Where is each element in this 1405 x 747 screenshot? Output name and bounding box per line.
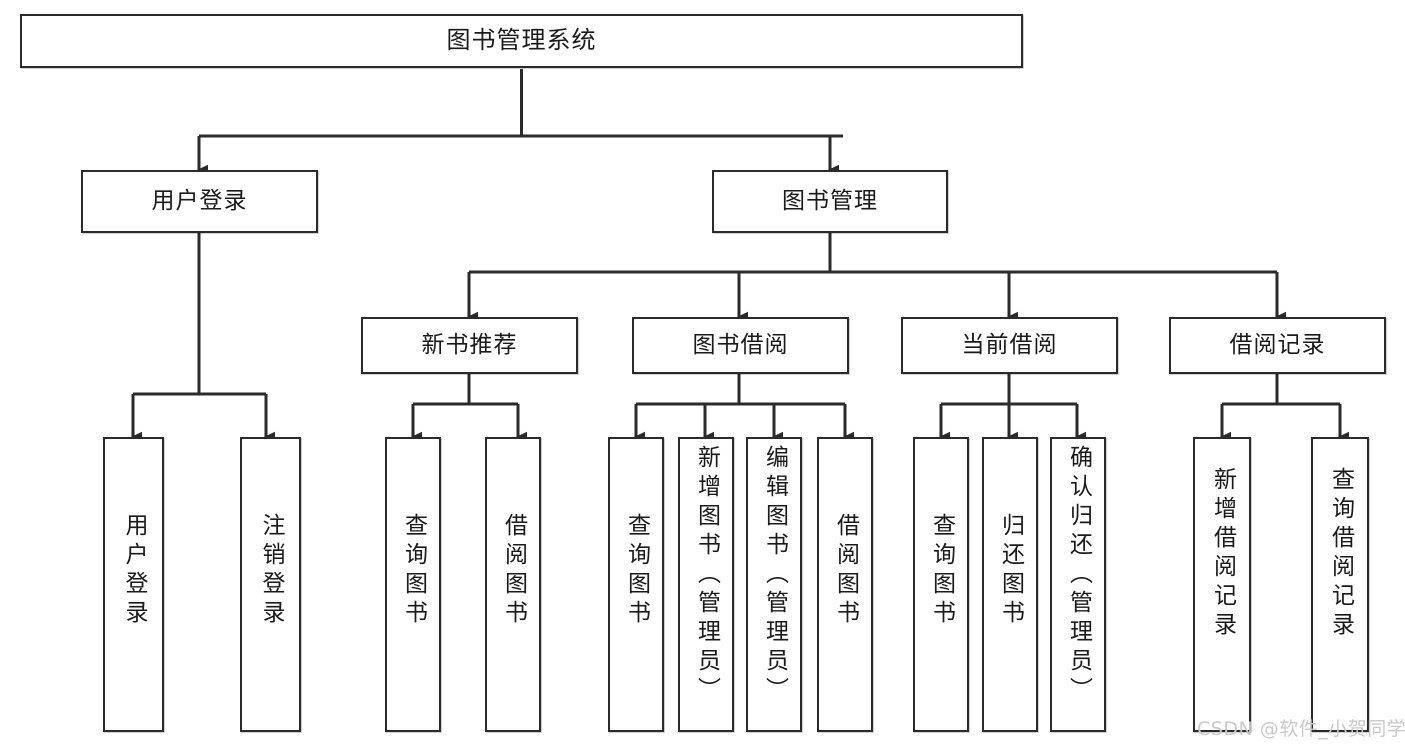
node-user-login[interactable]: 用户登录 (81, 170, 318, 233)
node-root[interactable]: 图书管理系统 (20, 14, 1023, 68)
node-leaf-return-book[interactable]: 归还图书 (982, 437, 1038, 732)
node-book-borrow-label: 图书借阅 (692, 332, 789, 359)
node-leaf-query-book-1[interactable]: 查询图书 (385, 437, 441, 732)
node-leaf-logout-label: 注销登录 (258, 513, 284, 629)
node-book-manage-label: 图书管理 (782, 188, 878, 215)
csdn-watermark: CSDN @软件_小贺同学 (1197, 718, 1405, 740)
node-leaf-query-book-2-label: 查询图书 (623, 513, 650, 629)
node-leaf-borrow-book-1-label: 借阅图书 (500, 513, 527, 629)
node-new-book-recommend[interactable]: 新书推荐 (361, 317, 578, 374)
node-user-login-label: 用户登录 (151, 188, 248, 215)
node-leaf-add-book-label: 新增图书（管理员） (693, 445, 720, 706)
node-leaf-query-record[interactable]: 查询借阅记录 (1311, 437, 1369, 732)
node-leaf-edit-book[interactable]: 编辑图书（管理员） (746, 437, 802, 732)
node-leaf-add-record[interactable]: 新增借阅记录 (1193, 437, 1251, 732)
node-leaf-borrow-book-1[interactable]: 借阅图书 (485, 437, 541, 732)
node-new-book-recommend-label: 新书推荐 (421, 332, 518, 359)
node-current-borrow-label: 当前借阅 (961, 332, 1058, 359)
node-leaf-logout[interactable]: 注销登录 (240, 437, 301, 732)
node-leaf-query-book-2[interactable]: 查询图书 (608, 437, 664, 732)
node-leaf-add-book[interactable]: 新增图书（管理员） (678, 437, 734, 732)
node-book-borrow[interactable]: 图书借阅 (632, 317, 849, 374)
node-leaf-query-book-3[interactable]: 查询图书 (913, 437, 969, 732)
node-borrow-record[interactable]: 借阅记录 (1169, 317, 1386, 374)
node-leaf-confirm-return[interactable]: 确认归还（管理员） (1050, 437, 1106, 732)
node-root-label: 图书管理系统 (446, 26, 597, 55)
node-leaf-add-record-label: 新增借阅记录 (1209, 467, 1236, 641)
node-leaf-query-record-label: 查询借阅记录 (1327, 467, 1354, 641)
node-book-manage[interactable]: 图书管理 (712, 170, 948, 233)
node-leaf-query-book-1-label: 查询图书 (400, 513, 427, 629)
node-leaf-edit-book-label: 编辑图书（管理员） (761, 445, 788, 706)
node-current-borrow[interactable]: 当前借阅 (901, 317, 1118, 374)
node-leaf-user-login-label: 用户登录 (121, 513, 147, 629)
node-leaf-user-login[interactable]: 用户登录 (103, 437, 164, 732)
node-borrow-record-label: 借阅记录 (1229, 332, 1326, 359)
node-leaf-borrow-book-2[interactable]: 借阅图书 (817, 437, 873, 732)
node-leaf-return-book-label: 归还图书 (997, 513, 1024, 629)
node-leaf-borrow-book-2-label: 借阅图书 (832, 513, 859, 629)
node-leaf-query-book-3-label: 查询图书 (928, 513, 955, 629)
node-leaf-confirm-return-label: 确认归还（管理员） (1065, 445, 1092, 706)
